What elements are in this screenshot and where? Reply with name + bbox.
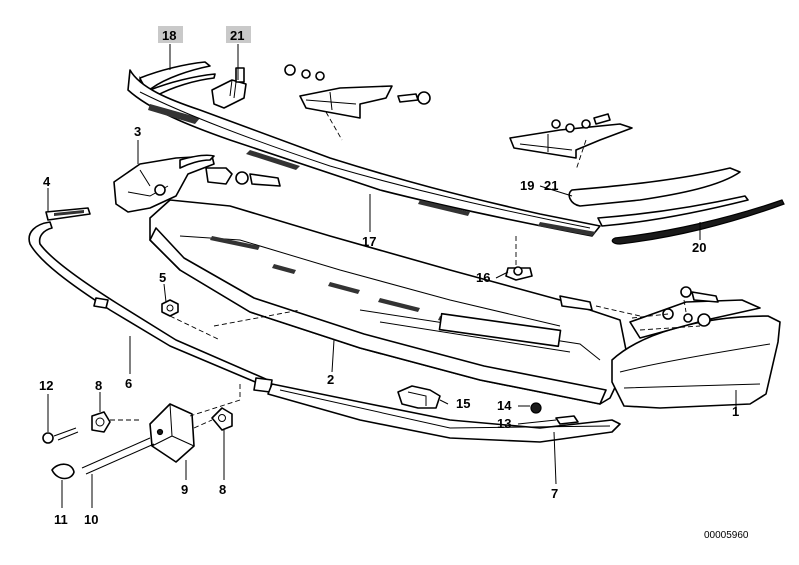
callout-18-highlight bbox=[158, 26, 183, 43]
callout-15[interactable]: 15 bbox=[456, 396, 470, 411]
part-3-corner-bracket[interactable] bbox=[113, 154, 281, 213]
part-16-clip[interactable] bbox=[505, 266, 533, 281]
callout-14[interactable]: 14 bbox=[497, 398, 512, 413]
callout-17[interactable]: 17 bbox=[362, 234, 376, 249]
part-20-right-trim-strip[interactable] bbox=[597, 195, 785, 245]
part-1-end-cap[interactable] bbox=[611, 299, 781, 409]
part-2-bumper-support[interactable] bbox=[149, 199, 629, 405]
leader-lines bbox=[47, 44, 737, 508]
callout-20[interactable]: 20 bbox=[692, 240, 706, 255]
part-13-clip[interactable] bbox=[555, 415, 579, 425]
callout-21-highlight bbox=[226, 26, 251, 43]
callout-21-right[interactable]: 21 bbox=[544, 178, 558, 193]
right-side-hardware[interactable] bbox=[559, 286, 719, 331]
part-8-nut-upper[interactable] bbox=[91, 411, 111, 433]
part-21-right-trim[interactable] bbox=[568, 167, 741, 207]
upper-left-bracket-assembly[interactable] bbox=[284, 64, 431, 119]
callout-8-lower[interactable]: 8 bbox=[219, 482, 226, 497]
callout-19[interactable]: 19 bbox=[520, 178, 534, 193]
callout-5[interactable]: 5 bbox=[159, 270, 166, 285]
part-21-small-bracket[interactable] bbox=[211, 67, 247, 109]
part-14-grommet[interactable] bbox=[530, 402, 542, 414]
callout-13[interactable]: 13 bbox=[497, 416, 511, 431]
part-5-nut[interactable] bbox=[161, 299, 179, 317]
callout-10[interactable]: 10 bbox=[84, 512, 98, 527]
callout-7[interactable]: 7 bbox=[551, 486, 558, 501]
callout-6[interactable]: 6 bbox=[125, 376, 132, 391]
part-8-nut-lower[interactable] bbox=[211, 407, 233, 431]
part-15-bracket[interactable] bbox=[397, 385, 441, 409]
part-9-rubber-block[interactable] bbox=[149, 403, 195, 463]
part-4-side-trim[interactable] bbox=[45, 207, 91, 221]
part-19-upper-moulding[interactable] bbox=[127, 69, 601, 237]
upper-right-bracket-assembly[interactable] bbox=[509, 113, 633, 159]
callout-2[interactable]: 2 bbox=[327, 372, 334, 387]
assembly-lines bbox=[110, 111, 587, 429]
diagram-code: 00005960 bbox=[704, 530, 749, 541]
part-12-screw[interactable] bbox=[42, 427, 79, 444]
part-11-cap-nut[interactable] bbox=[51, 463, 75, 480]
callout-3[interactable]: 3 bbox=[134, 124, 141, 139]
callout-16[interactable]: 16 bbox=[476, 270, 490, 285]
callout-1[interactable]: 1 bbox=[732, 404, 739, 419]
callout-21-upper[interactable]: 21 bbox=[230, 28, 244, 43]
callout-12[interactable]: 12 bbox=[39, 378, 53, 393]
callout-4[interactable]: 4 bbox=[43, 174, 51, 189]
callout-8-upper[interactable]: 8 bbox=[95, 378, 102, 393]
part-10-bolt[interactable] bbox=[81, 437, 155, 475]
callout-9[interactable]: 9 bbox=[181, 482, 188, 497]
part-7-lower-moulding[interactable] bbox=[267, 383, 621, 443]
callout-18[interactable]: 18 bbox=[162, 28, 176, 43]
callout-11[interactable]: 11 bbox=[54, 512, 68, 527]
callout-labels: 18 21 3 4 19 21 17 20 16 5 2 6 12 8 15 1… bbox=[39, 26, 739, 527]
